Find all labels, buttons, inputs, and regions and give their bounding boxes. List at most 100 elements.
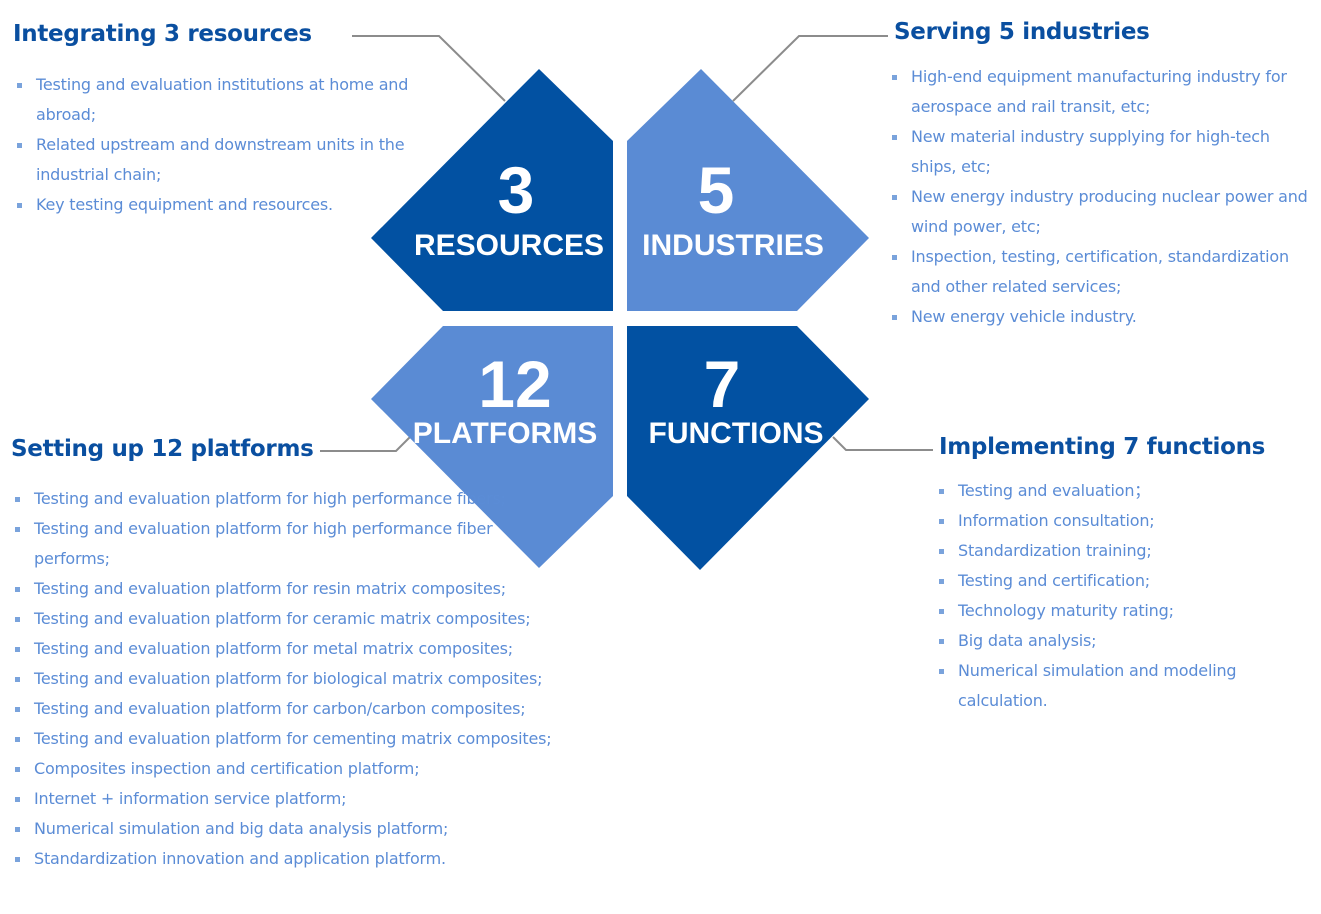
list-item: New material industry supplying for high… (891, 122, 1316, 182)
list-item: Inspection, testing, certification, stan… (891, 242, 1316, 302)
list-item: Standardization innovation and applicati… (14, 844, 559, 874)
list-item: Key testing equipment and resources. (16, 190, 416, 220)
list-item-text: Testing and evaluation platform for biol… (34, 669, 543, 688)
list-item-text: Testing and evaluation platform for meta… (34, 639, 513, 658)
list-item: Composites inspection and certification … (14, 754, 559, 784)
list-item-text: Big data analysis; (958, 631, 1097, 650)
list-item-text: Testing and evaluation platform for resi… (34, 579, 506, 598)
functions-shape (627, 326, 869, 570)
list-item: Numerical simulation and big data analys… (14, 814, 559, 844)
list-item: Testing and evaluation platform for biol… (14, 664, 559, 694)
list-item: Testing and evaluation platform for cera… (14, 604, 559, 634)
resources-shape (371, 69, 613, 311)
list-item: New energy industry producing nuclear po… (891, 182, 1316, 242)
bullet-icon (17, 143, 22, 148)
list-item-text: Testing and evaluation platform for carb… (34, 699, 526, 718)
list-item: Information consultation; (938, 506, 1321, 536)
bullet-icon (939, 669, 944, 674)
list-item-text: Numerical simulation and modeling calcul… (958, 661, 1237, 710)
connector-line-industries (732, 35, 888, 102)
bullet-icon (15, 857, 20, 862)
bullet-icon (892, 75, 897, 80)
industries-number: 5 (698, 153, 735, 227)
list-item-text: Standardization innovation and applicati… (34, 849, 446, 868)
resources-number: 3 (498, 153, 535, 227)
list-item-text: Testing and evaluation platform for high… (34, 519, 493, 568)
bullet-icon (15, 647, 20, 652)
list-item: Testing and certification; (938, 566, 1321, 596)
list-item-text: New energy industry producing nuclear po… (911, 187, 1308, 236)
resources-list: Testing and evaluation institutions at h… (16, 70, 416, 220)
functions-list: Testing and evaluation； Information consu… (938, 476, 1321, 716)
bullet-icon (939, 489, 944, 494)
list-item: Testing and evaluation institutions at h… (16, 70, 416, 130)
platforms-list: Testing and evaluation platform for high… (14, 484, 559, 874)
list-item-text: Technology maturity rating; (958, 601, 1174, 620)
list-item: Internet + information service platform; (14, 784, 559, 814)
bullet-icon (15, 827, 20, 832)
list-item: Testing and evaluation platform for high… (14, 484, 559, 514)
list-item: Testing and evaluation platform for meta… (14, 634, 559, 664)
functions-number: 7 (704, 347, 741, 421)
bullet-icon (15, 527, 20, 532)
list-item-text: Testing and evaluation platform for ceme… (34, 729, 552, 748)
list-item-text: Testing and evaluation platform for high… (34, 489, 506, 508)
list-item-text: Standardization training; (958, 541, 1152, 560)
bullet-icon (15, 707, 20, 712)
industries-label: INDUSTRIES (642, 229, 824, 262)
bullet-icon (892, 315, 897, 320)
list-item-text: Internet + information service platform; (34, 789, 347, 808)
bullet-icon (15, 587, 20, 592)
functions-label: FUNCTIONS (649, 417, 824, 450)
list-item: Testing and evaluation platform for high… (14, 514, 559, 574)
list-item: Testing and evaluation platform for resi… (14, 574, 559, 604)
connector-line-platforms (320, 435, 412, 452)
list-item-text: New energy vehicle industry. (911, 307, 1137, 326)
bullet-icon (15, 497, 20, 502)
bullet-icon (15, 617, 20, 622)
list-item-text: New material industry supplying for high… (911, 127, 1270, 176)
functions-heading: Implementing 7 functions (939, 434, 1266, 460)
bullet-icon (15, 677, 20, 682)
list-item: New energy vehicle industry. (891, 302, 1316, 332)
list-item-text: Numerical simulation and big data analys… (34, 819, 449, 838)
list-item: Numerical simulation and modeling calcul… (938, 656, 1321, 716)
bullet-icon (17, 203, 22, 208)
resources-heading: Integrating 3 resources (13, 21, 312, 47)
list-item-text: Testing and certification; (958, 571, 1150, 590)
bullet-icon (15, 737, 20, 742)
list-item-text: Composites inspection and certification … (34, 759, 420, 778)
list-item: Testing and evaluation platform for ceme… (14, 724, 559, 754)
list-item-text: Information consultation; (958, 511, 1155, 530)
list-item: Testing and evaluation platform for carb… (14, 694, 559, 724)
resources-label: RESOURCES (414, 229, 604, 262)
industries-shape (627, 69, 869, 311)
bullet-icon (939, 549, 944, 554)
bullet-icon (939, 609, 944, 614)
platforms-label: PLATFORMS (413, 417, 597, 450)
industries-heading: Serving 5 industries (894, 19, 1150, 45)
connector-line-functions (832, 436, 933, 451)
platforms-shape (371, 326, 613, 568)
list-item: Testing and evaluation； (938, 476, 1321, 506)
connector-line-resources (352, 35, 506, 102)
platforms-number: 12 (478, 347, 551, 421)
bullet-icon (17, 83, 22, 88)
bullet-icon (892, 195, 897, 200)
list-item-text: Related upstream and downstream units in… (36, 135, 405, 184)
bullet-icon (939, 579, 944, 584)
list-item-text: Testing and evaluation platform for cera… (34, 609, 531, 628)
bullet-icon (15, 767, 20, 772)
list-item: Technology maturity rating; (938, 596, 1321, 626)
bullet-icon (892, 135, 897, 140)
list-item-text: High-end equipment manufacturing industr… (911, 67, 1287, 116)
list-item: High-end equipment manufacturing industr… (891, 62, 1316, 122)
list-item-text: Testing and evaluation institutions at h… (36, 75, 409, 124)
platforms-heading: Setting up 12 platforms (11, 436, 314, 462)
bullet-icon (15, 797, 20, 802)
list-item: Big data analysis; (938, 626, 1321, 656)
bullet-icon (939, 639, 944, 644)
bullet-icon (939, 519, 944, 524)
list-item-text: Inspection, testing, certification, stan… (911, 247, 1289, 296)
